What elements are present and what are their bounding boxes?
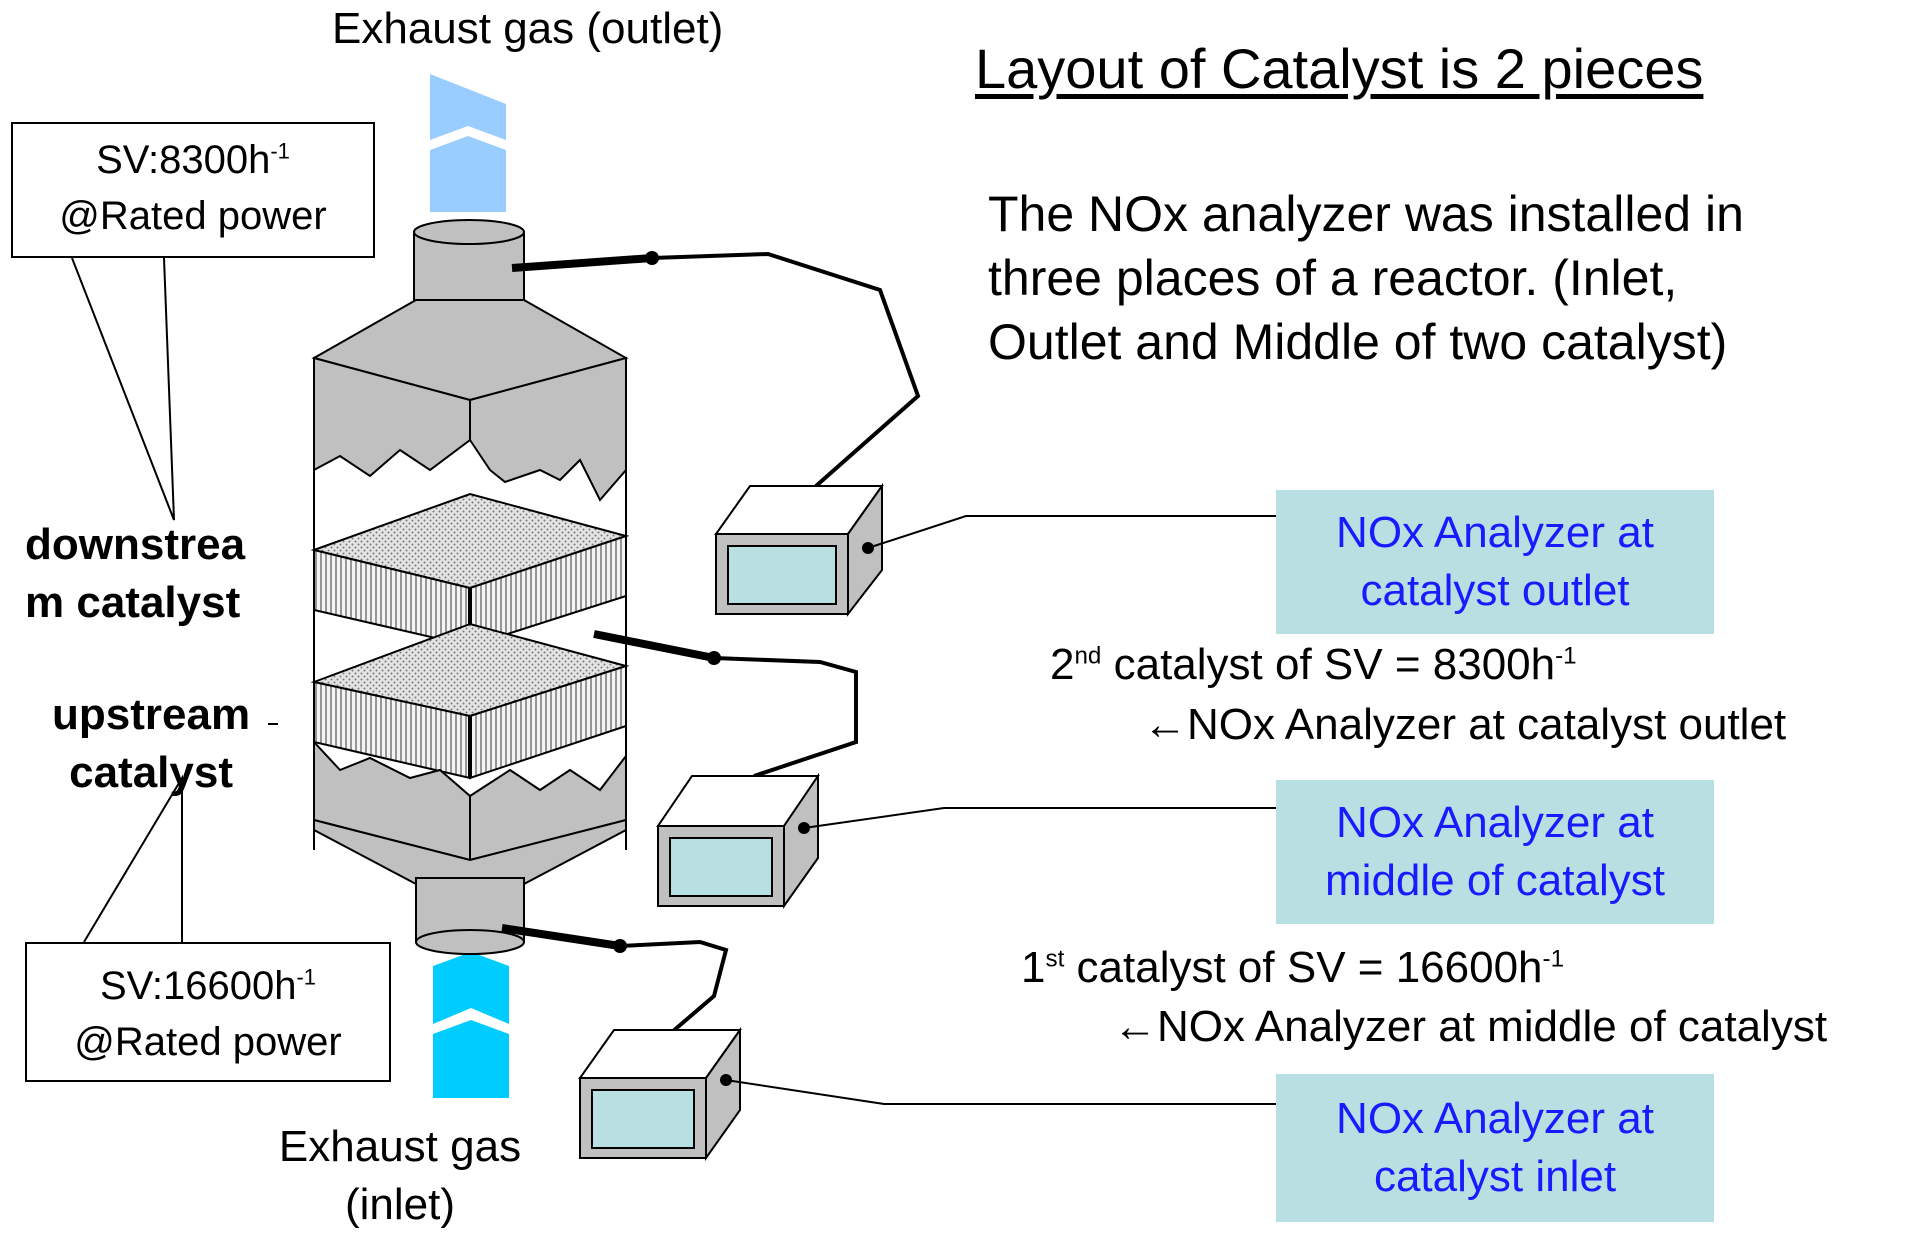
exhaust-inlet-arrow [433, 952, 509, 1098]
upstream-label-line: upstream [52, 690, 251, 739]
reactor-upper-shell [311, 299, 629, 502]
analyzer-device-middle [656, 772, 820, 910]
exhaust-inlet-label: Exhaust gas (inlet) [278, 1122, 522, 1229]
rated-power-label: @Rated power [74, 1020, 342, 1064]
analyzer-label-inlet: NOx Analyzer at catalyst inlet [1276, 1074, 1714, 1222]
ordinal-number: 1 [1021, 943, 1046, 992]
ordinal-suffix: st [1045, 945, 1065, 973]
inlet-probe-cable [501, 924, 729, 1034]
sv-value: SV:8300h [96, 138, 271, 182]
note-text: catalyst of SV = 8300h [1101, 640, 1556, 689]
second-catalyst-note: 2nd catalyst of SV = 8300h-1 [1050, 640, 1577, 690]
rated-power-label: @Rated power [59, 194, 327, 238]
upstream-catalyst-label: upstream catalyst [52, 686, 250, 802]
analyzer-label-line: NOx Analyzer at [1336, 798, 1654, 847]
downstream-label-line: downstrea [25, 520, 246, 569]
sv-callout-bottom: SV:16600h-1 @Rated power [25, 942, 391, 1082]
middle-probe-cable [593, 630, 858, 778]
analyzer-label-outlet: NOx Analyzer at catalyst outlet [1276, 490, 1714, 634]
sv-exponent: -1 [270, 138, 290, 164]
analyzer-label-middle: NOx Analyzer at middle of catalyst [1276, 780, 1714, 924]
analyzer-label-line: catalyst outlet [1360, 566, 1630, 615]
downstream-catalyst-block [310, 492, 630, 648]
second-catalyst-arrow-note: ←NOx Analyzer at catalyst outlet [1143, 700, 1787, 749]
first-catalyst-arrow-note: ←NOx Analyzer at middle of catalyst [1113, 1002, 1828, 1051]
description-line: Outlet and Middle of two catalyst) [988, 314, 1728, 370]
exhaust-outlet-label: Exhaust gas (outlet) [332, 4, 724, 53]
downstream-label-line: m catalyst [25, 578, 241, 627]
sv-exponent: -1 [296, 964, 317, 990]
upstream-label-line: catalyst [69, 748, 233, 797]
inlet-pipe [415, 877, 525, 955]
analyzer-label-line: catalyst inlet [1373, 1152, 1617, 1201]
analyzer-device-inlet [578, 1026, 742, 1162]
callout-pointers [71, 257, 183, 943]
note-text: catalyst of SV = 16600h [1064, 943, 1543, 992]
analyzer-label-line: middle of catalyst [1325, 856, 1665, 905]
analyzer-label-line: NOx Analyzer at [1336, 1094, 1654, 1143]
description: The NOx analyzer was installed in three … [988, 182, 1744, 374]
ordinal-suffix: nd [1074, 642, 1102, 670]
outlet-probe-cable [511, 251, 921, 488]
downstream-catalyst-label: downstrea m catalyst [25, 516, 245, 632]
sv-value: SV:16600h [99, 964, 297, 1008]
analyzer-leader-lines [725, 515, 1276, 1105]
description-line: three places of a reactor. (Inlet, [988, 250, 1678, 306]
upstream-catalyst-block [310, 622, 630, 780]
reactor-lower-shell [313, 739, 627, 885]
ordinal-number: 2 [1050, 640, 1075, 689]
analyzer-label-line: NOx Analyzer at [1336, 508, 1654, 557]
first-catalyst-note: 1st catalyst of SV = 16600h-1 [1021, 943, 1564, 993]
analyzer-device-outlet [714, 482, 884, 617]
description-line: The NOx analyzer was installed in [988, 186, 1744, 242]
sv-callout-top: SV:8300h-1 @Rated power [11, 122, 375, 258]
unit-exponent: -1 [1555, 642, 1577, 670]
outlet-pipe [413, 219, 525, 305]
exhaust-outlet-arrow [430, 74, 506, 212]
diagram-title: Layout of Catalyst is 2 pieces [975, 37, 1704, 100]
unit-exponent: -1 [1542, 945, 1565, 973]
